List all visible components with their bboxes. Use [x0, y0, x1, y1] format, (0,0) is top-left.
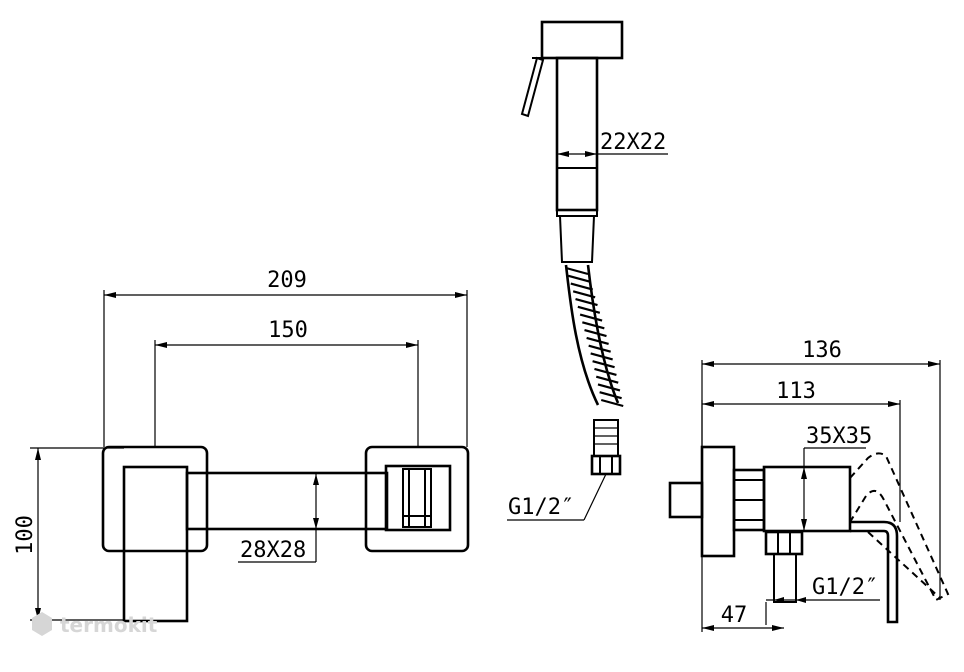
- hose-ring: [570, 282, 594, 291]
- hose-ring: [599, 391, 622, 400]
- hose-ring: [579, 313, 603, 322]
- side-inlet-pipe: [668, 481, 704, 519]
- outlet-thread-label: G1/2″: [812, 575, 878, 600]
- hose-ring: [588, 344, 611, 353]
- hose-ring: [595, 375, 619, 384]
- front-bar: [185, 471, 389, 531]
- hose-ring: [565, 266, 589, 276]
- dim-136-label: 136: [802, 338, 842, 363]
- dim-113: 113: [701, 379, 901, 522]
- dim-35x35-label: 35X35: [806, 424, 872, 449]
- dim-150: 150: [154, 318, 419, 447]
- dim-28x28-label: 28X28: [240, 538, 306, 563]
- dim-28x28: 28X28: [238, 474, 319, 563]
- dim-22x22: 22X22: [557, 130, 668, 157]
- hose-ring: [584, 329, 607, 338]
- dim-209-label: 209: [267, 268, 307, 293]
- hose-ring: [572, 290, 596, 299]
- front-left-plate: [101, 445, 209, 553]
- dim-22x22-label: 22X22: [600, 130, 666, 155]
- dim-35x35: 35X35: [801, 424, 872, 531]
- side-outlet-pipe: [773, 553, 797, 603]
- dim-100: 100: [13, 447, 124, 621]
- dim-100-label: 100: [13, 515, 38, 555]
- hose-ring: [568, 274, 591, 283]
- hose-ring: [597, 383, 621, 392]
- hand-shower: 22X22: [520, 20, 668, 263]
- dim-209: 209: [103, 268, 468, 447]
- watermark-label: termokit: [60, 613, 158, 637]
- hose-end-sleeve: [593, 419, 619, 457]
- hose-ring: [600, 398, 624, 408]
- side-valve-body: [762, 465, 852, 533]
- hose-ring: [592, 360, 615, 369]
- front-view: 209 150 28X28 100: [13, 268, 470, 623]
- side-lever-dashed: [849, 452, 950, 602]
- dim-outlet-thread: G1/2″: [765, 575, 880, 625]
- dim-47-label: 47: [721, 603, 748, 628]
- hose: G1/2″: [507, 264, 624, 521]
- watermark: termokit: [32, 612, 158, 637]
- shower-trigger: [520, 56, 545, 118]
- dim-113-label: 113: [776, 379, 816, 404]
- dim-hose-thread: G1/2″: [507, 473, 607, 521]
- shower-head: [540, 20, 624, 60]
- shower-cone: [558, 215, 596, 263]
- side-outlet-nut: [764, 530, 804, 556]
- hose-ring: [575, 297, 598, 307]
- front-right-plate: [364, 445, 470, 553]
- dim-47: 47: [701, 556, 784, 632]
- hose-ring: [582, 321, 605, 330]
- hose-ring: [586, 336, 609, 345]
- hose-ring: [590, 352, 613, 361]
- hose-ring: [577, 305, 601, 314]
- hose-thread-label: G1/2″: [508, 495, 574, 520]
- side-wall-flange: [700, 445, 736, 558]
- side-view: 136 113 35X35 G1/2″: [668, 338, 950, 632]
- shower-handle: [555, 56, 599, 212]
- dim-150-label: 150: [268, 318, 308, 343]
- hose-end-nut: [590, 454, 622, 476]
- hose-rings: [565, 266, 624, 408]
- front-holder-cup: [384, 464, 452, 532]
- front-holder-inner: [402, 468, 432, 528]
- side-lever: [850, 520, 899, 624]
- hose-ring: [594, 367, 617, 377]
- front-left-block: [122, 465, 189, 623]
- watermark-hex-icon: [32, 612, 52, 636]
